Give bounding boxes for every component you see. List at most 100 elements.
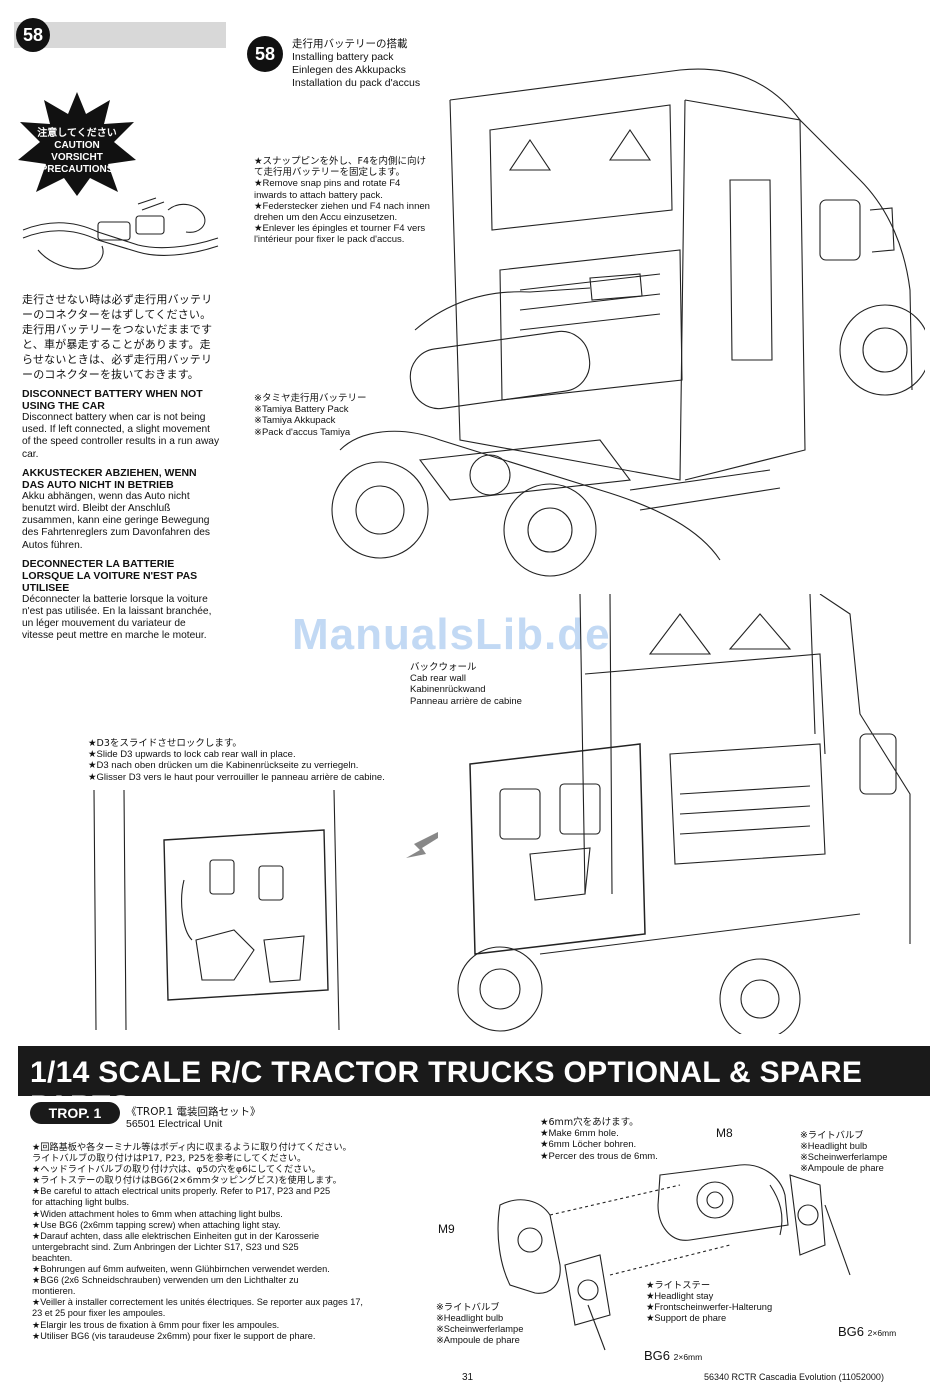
bg6-size: 2×6mm: [867, 1328, 897, 1338]
headlight-bulb-label-right: ※ライトバルブ ※Headlight bulb ※Scheinwerferlam…: [800, 1130, 920, 1174]
rear-wall-label-jp: バックウォール: [410, 662, 477, 673]
make-hole-note: ★6mm穴をあけます。 ★Make 6mm hole. ★6mm Löcher …: [540, 1117, 670, 1162]
bulb-right-en: ※Headlight bulb: [800, 1141, 868, 1151]
battery-label-fr: ※Pack d'accus Tamiya: [254, 426, 351, 438]
hole-note-jp: ★6mm穴をあけます。: [540, 1117, 639, 1128]
rear-wall-label-fr: Panneau arrière de cabine: [410, 695, 522, 707]
direction-arrow-icon: [406, 832, 438, 858]
product-code: 56340 RCTR Cascadia Evolution (11052000): [704, 1372, 884, 1382]
battery-warning-text: 走行させない時は必ず走行用バッテリーのコネクターをはずしてください。走行用バッテ…: [22, 292, 220, 643]
bulb-left-en: ※Headlight bulb: [436, 1313, 504, 1323]
slide-d3-en: ★Slide D3 upwards to lock cab rear wall …: [88, 749, 296, 761]
warning-en-body: Disconnect battery when car is not being…: [22, 412, 220, 460]
headlight-bulb-label-left: ※ライトバルブ ※Headlight bulb ※Scheinwerferlam…: [436, 1302, 556, 1346]
bg6-code: BG6: [644, 1348, 671, 1363]
bulb-right-de: ※Scheinwerferlampe: [800, 1152, 888, 1162]
caution-text: 注意してください CAUTION VORSICHT PRECAUTIONS: [22, 128, 132, 176]
connector-unplug-illustration: [22, 197, 219, 270]
bg6-screw-label-left: BG6 2×6mm: [644, 1348, 702, 1363]
warning-de-heading: AKKUSTECKER ABZIEHEN, WENN DAS AUTO NICH…: [22, 466, 197, 491]
trop1-title: 《TROP.1 電装回路セット》 56501 Electrical Unit: [126, 1106, 261, 1130]
stay-jp: ★ライトステー: [646, 1280, 711, 1291]
trop1-title-jp: 《TROP.1 電装回路セット》: [126, 1106, 261, 1118]
warning-en-heading: DISCONNECT BATTERY WHEN NOT USING THE CA…: [22, 388, 203, 412]
battery-label-jp: ※タミヤ走行用バッテリー: [254, 393, 367, 404]
battery-label-en: ※Tamiya Battery Pack: [254, 404, 349, 416]
step-number-badge-main: 58: [247, 36, 283, 72]
bg6-size: 2×6mm: [673, 1352, 703, 1362]
slide-d3-fr: ★Glisser D3 vers le haut pour verrouille…: [88, 771, 385, 783]
trop1-instructions: ★回路基板や各ターミナル等はボディ内に収まるように取り付けてください。 ライトバ…: [32, 1142, 382, 1342]
optional-parts-banner: [18, 1046, 930, 1096]
trop1-title-en: 56501 Electrical Unit: [126, 1118, 223, 1130]
bulb-left-de: ※Scheinwerferlampe: [436, 1324, 524, 1334]
trop-line: beachten.: [32, 1252, 73, 1263]
caution-de: VORSICHT: [51, 152, 103, 163]
hole-note-fr: ★Percer des trous de 6mm.: [540, 1150, 658, 1162]
slide-d3-jp: ★D3をスライドさせロックします。: [88, 738, 242, 749]
caution-en: CAUTION: [54, 140, 100, 151]
cab-rear-wall-label: バックウォール Cab rear wall Kabinenrückwand Pa…: [410, 662, 550, 707]
step-title: 走行用バッテリーの搭載 Installing battery pack Einl…: [292, 38, 420, 90]
warning-de-body: Akku abhängen, wenn das Auto nicht benut…: [22, 490, 211, 551]
trop-line: 23 et 25 pour fixer les ampoules.: [32, 1308, 166, 1319]
step-number-badge: 58: [16, 18, 50, 52]
trop-line: ★Widen attachment holes to 6mm when atta…: [32, 1208, 283, 1219]
hole-note-de: ★6mm Löcher bohren.: [540, 1139, 637, 1151]
trop-line: ★ライトステーの取り付けはBG6(2×6mmタッピングビス)を使用します。: [32, 1175, 342, 1187]
rear-wall-lock-detail-illustration: [93, 790, 340, 1031]
snap-pin-note-de: ★Federstecker ziehen und F4 nach innen d…: [254, 200, 430, 224]
headlight-assembly-illustration: [497, 1164, 851, 1351]
step-title-de: Einlegen des Akkupacks: [292, 64, 406, 76]
caution-starburst-icon: [18, 92, 136, 196]
trop-line: ★Elargir les trous de fixation à 6mm pou…: [32, 1319, 280, 1330]
slide-d3-de: ★D3 nach oben drücken um die Kabinenrück…: [88, 760, 359, 772]
trop-line: ★Darauf achten, dass alle elektrischen E…: [32, 1230, 320, 1241]
stay-fr: ★Support de phare: [646, 1313, 727, 1323]
trop1-badge: TROP. 1: [30, 1102, 120, 1124]
bulb-right-fr: ※Ampoule de phare: [800, 1163, 884, 1173]
snap-pin-note-jp: ★スナップピンを外し、F4を内側に向けて走行用バッテリーを固定します。: [254, 156, 427, 179]
trop-line: ライトバルブの取り付けはP17, P23, P25を参考にしてください。: [32, 1153, 307, 1165]
warning-fr-body: Déconnecter la batterie lorsque la voitu…: [22, 593, 212, 642]
trop-line: ★Be careful to attach electrical units p…: [32, 1186, 331, 1197]
bg6-code: BG6: [838, 1324, 865, 1339]
snap-pin-note: ★スナップピンを外し、F4を内側に向けて走行用バッテリーを固定します。 ★Rem…: [254, 156, 432, 246]
warning-fr-heading: DECONNECTER LA BATTERIE LORSQUE LA VOITU…: [22, 557, 198, 594]
truck-cab-battery-illustration: [331, 68, 925, 577]
snap-pin-note-fr: ★Enlever les épingles et tourner F4 vers…: [254, 223, 426, 246]
trop-line: ★BG6 (2x6 Schneidschrauben) verwenden um…: [32, 1275, 299, 1286]
slide-d3-note: ★D3をスライドさせロックします。 ★Slide D3 upwards to l…: [88, 738, 428, 783]
rear-wall-label-en: Cab rear wall: [410, 673, 466, 685]
step-title-fr: Installation du pack d'accus: [292, 77, 421, 89]
trop-line: montieren.: [32, 1286, 76, 1297]
trop-line: ★Bohrungen auf 6mm aufweiten, wenn Glühb…: [32, 1264, 330, 1275]
bulb-left-jp: ※ライトバルブ: [436, 1302, 500, 1313]
rear-wall-label-de: Kabinenrückwand: [410, 684, 486, 696]
battery-label-de: ※Tamiya Akkupack: [254, 415, 336, 427]
page-number: 31: [462, 1372, 474, 1383]
bulb-right-jp: ※ライトバルブ: [800, 1130, 864, 1141]
part-m9-label: M9: [438, 1222, 455, 1236]
step-title-jp: 走行用バッテリーの搭載: [292, 38, 408, 50]
trop-line: ★回路基板や各ターミナル等はボディ内に収まるように取り付けてください。: [32, 1142, 352, 1153]
caution-jp: 注意してください: [37, 128, 117, 139]
bulb-left-fr: ※Ampoule de phare: [436, 1335, 520, 1345]
trop-line: ★ヘッドライトバルブの取り付け穴は、φ5の穴をφ6にしてください。: [32, 1164, 321, 1176]
caution-fr: PRECAUTIONS: [40, 164, 114, 175]
trop-line: ★Use BG6 (2x6mm tapping screw) when atta…: [32, 1219, 281, 1230]
headlight-stay-label: ★ライトステー ★Headlight stay ★Frontscheinwerf…: [646, 1280, 806, 1324]
battery-pack-label: ※タミヤ走行用バッテリー ※Tamiya Battery Pack ※Tamiy…: [254, 393, 384, 438]
trop-line: ★Utiliser BG6 (vis taraudeuse 2x6mm) pou…: [32, 1330, 316, 1341]
trop-line: for attaching light bulbs.: [32, 1197, 130, 1208]
step-title-en: Installing battery pack: [292, 51, 394, 63]
stay-de: ★Frontscheinwerfer-Halterung: [646, 1302, 773, 1312]
trop-line: ★Veiller à installer correctement les un…: [32, 1297, 363, 1308]
cab-rear-wall-illustration: [457, 594, 911, 1034]
trop-line: untergebracht sind. Zum Anbringen der Li…: [32, 1241, 299, 1252]
snap-pin-note-en: ★Remove snap pins and rotate F4 inwards …: [254, 178, 401, 201]
warning-jp: 走行させない時は必ず走行用バッテリーのコネクターをはずしてください。走行用バッテ…: [22, 293, 213, 381]
stay-en: ★Headlight stay: [646, 1291, 714, 1301]
watermark: ManualsLib.de: [292, 610, 611, 659]
part-m8-label: M8: [716, 1126, 733, 1140]
